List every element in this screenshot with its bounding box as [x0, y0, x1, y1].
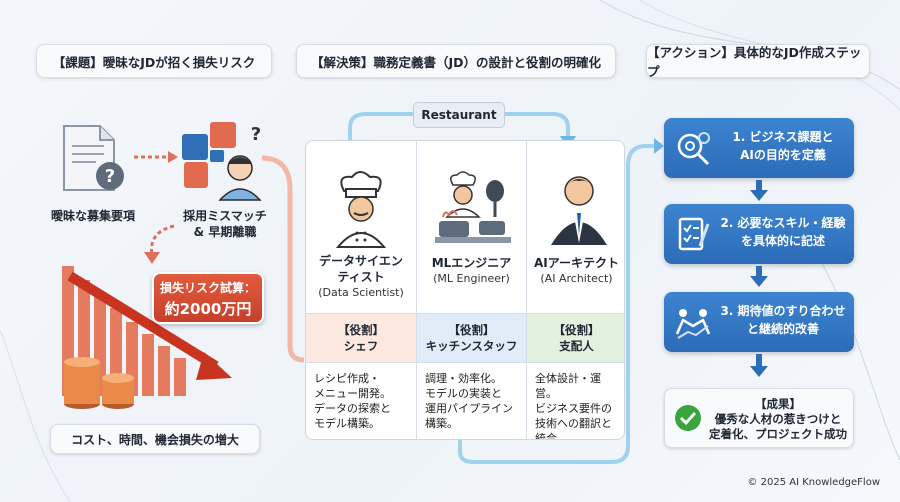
- checklist-icon: [678, 217, 710, 251]
- mismatch-label: 採用ミスマッチ & 早期離職: [170, 208, 280, 240]
- outcome-box: 【成果】 優秀な人材の惹きつけと 定着化、プロジェクト成功: [664, 388, 854, 448]
- action-step-3: 3. 期待値のすり合わせ と継続的改善: [664, 292, 854, 352]
- action-panel-title: 【アクション】具体的なJD作成ステップ: [646, 44, 870, 79]
- role-name-line2: ティスト: [337, 270, 385, 284]
- role-tag: 【役割】: [553, 323, 600, 337]
- role-name-en: (Data Scientist): [318, 286, 404, 299]
- down-arrow-icon: [750, 180, 768, 201]
- action-step-1: 1. ビジネス課題と AIの目的を定義: [664, 118, 854, 178]
- role-description: レシピ作成・ メニュー開発。 データの探索と モデル構築。: [314, 371, 412, 431]
- role-desc-line: 運用パイプライン: [425, 402, 513, 415]
- curved-dotted-arrow: [144, 224, 175, 264]
- role-column-data-scientist: データサイエン ティスト (Data Scientist) 【役割】 シェフ レ…: [306, 141, 416, 439]
- step-line1: 3. 期待値のすり合わせ: [720, 304, 846, 318]
- mismatch-label-line1: 採用ミスマッチ: [183, 209, 267, 223]
- outcome-title: 【成果】: [755, 397, 801, 411]
- role-desc-line: 統合。: [535, 432, 568, 440]
- role-name-en: (AI Architect): [540, 272, 613, 285]
- declining-chart-icon: [62, 266, 232, 409]
- role-desc-line: 調理・効率化。: [425, 372, 502, 385]
- role-assignment-box: 【役割】 キッチンスタッフ: [417, 313, 526, 363]
- role-title: キッチンスタッフ: [425, 339, 518, 353]
- outcome-text: 【成果】 優秀な人材の惹きつけと 定着化、プロジェクト成功: [703, 397, 853, 442]
- cost-increase-box: コスト、時間、機会損失の増大: [50, 424, 260, 454]
- role-desc-line: メニュー開発。: [314, 387, 391, 400]
- role-assignment-box: 【役割】 シェフ: [306, 313, 416, 363]
- role-desc-line: レシピ作成・: [314, 372, 380, 385]
- puzzle-mismatch-icon: ?: [182, 122, 262, 201]
- step-line2: と継続的改善: [746, 322, 819, 336]
- risk-estimate-badge: 損失リスク試算： 約2000万円: [152, 272, 264, 324]
- manager-icon: [551, 176, 607, 245]
- svg-text:?: ?: [105, 166, 115, 187]
- step-text: 2. 必要なスキル・経験 を具体的に記述: [716, 214, 850, 250]
- svg-text:?: ?: [251, 124, 261, 145]
- role-desc-line: 全体設計・運営。: [535, 372, 601, 400]
- down-arrow-icon: [750, 354, 768, 377]
- role-name-en: (ML Engineer): [433, 272, 510, 285]
- chef-icon: [335, 171, 387, 248]
- role-desc-line: データの探索と: [314, 402, 391, 415]
- dotted-arrow-red: [134, 151, 178, 163]
- action-step-2: 2. 必要なスキル・経験 を具体的に記述: [664, 204, 854, 264]
- role-grid: データサイエン ティスト (Data Scientist) 【役割】 シェフ レ…: [305, 140, 625, 440]
- outcome-line2: 定着化、プロジェクト成功: [709, 427, 847, 441]
- restaurant-label: Restaurant: [413, 102, 505, 128]
- role-name: AIアーキテクト (AI Architect): [527, 255, 624, 287]
- role-column-ai-architect: AIアーキテクト (AI Architect) 【役割】 支配人 全体設計・運営…: [526, 141, 624, 440]
- solution-panel-title: 【解決策】職務定義書（JD）の設計と役割の明確化: [296, 44, 616, 78]
- vague-document-icon: ?: [63, 125, 124, 191]
- role-title: シェフ: [343, 339, 379, 353]
- risk-value: 約2000万円: [164, 300, 252, 318]
- step-line2: AIの目的を定義: [740, 148, 826, 162]
- role-description: 全体設計・運営。 ビジネス要件の 技術への翻訳と 統合。: [535, 371, 622, 440]
- vague-jd-label: 曖昧な募集要項: [50, 209, 135, 223]
- role-desc-line: 構築。: [425, 417, 458, 430]
- outcome-line1: 優秀な人材の惹きつけと: [714, 412, 842, 426]
- role-name: データサイエン ティスト (Data Scientist): [306, 253, 416, 301]
- problem-panel-title: 【課題】曖昧なJDが招く損失リスク: [36, 44, 272, 78]
- check-circle-icon: [675, 405, 701, 431]
- down-arrow-icon: [750, 266, 768, 287]
- role-desc-line: モデルの実装と: [425, 387, 502, 400]
- handshake-growth-icon: [675, 309, 711, 339]
- role-tag: 【役割】: [338, 323, 384, 337]
- step-text: 3. 期待値のすり合わせ と継続的改善: [716, 302, 850, 338]
- step-line1: 2. 必要なスキル・経験: [720, 216, 846, 230]
- step-line2: を具体的に記述: [740, 234, 825, 248]
- step-text: 1. ビジネス課題と AIの目的を定義: [716, 128, 850, 164]
- role-description: 調理・効率化。 モデルの実装と 運用パイプライン 構築。: [425, 371, 522, 431]
- role-desc-line: 技術への翻訳と: [535, 417, 612, 430]
- role-name-line1: MLエンジニア: [431, 256, 512, 270]
- role-name-line1: データサイエン: [319, 254, 403, 268]
- role-title: 支配人: [559, 339, 594, 353]
- role-desc-line: ビジネス要件の: [535, 402, 612, 415]
- gear-magnifier-icon: [677, 132, 710, 166]
- copyright-text: © 2025 AI KnowledgeFlow: [747, 477, 880, 488]
- risk-title: 損失リスク試算：: [159, 281, 256, 295]
- role-column-ml-engineer: MLエンジニア (ML Engineer) 【役割】 キッチンスタッフ 調理・効…: [416, 141, 526, 439]
- step-line1: 1. ビジネス課題と: [732, 130, 834, 144]
- role-name: MLエンジニア (ML Engineer): [417, 255, 526, 287]
- role-desc-line: モデル構築。: [314, 417, 380, 430]
- mismatch-label-line2: & 早期離職: [193, 225, 257, 239]
- coin-stack-icon: [64, 357, 134, 409]
- kitchen-staff-icon: [435, 171, 511, 243]
- role-tag: 【役割】: [448, 323, 495, 337]
- role-name-line1: AIアーキテクト: [533, 256, 620, 270]
- role-assignment-box: 【役割】 支配人: [527, 313, 624, 363]
